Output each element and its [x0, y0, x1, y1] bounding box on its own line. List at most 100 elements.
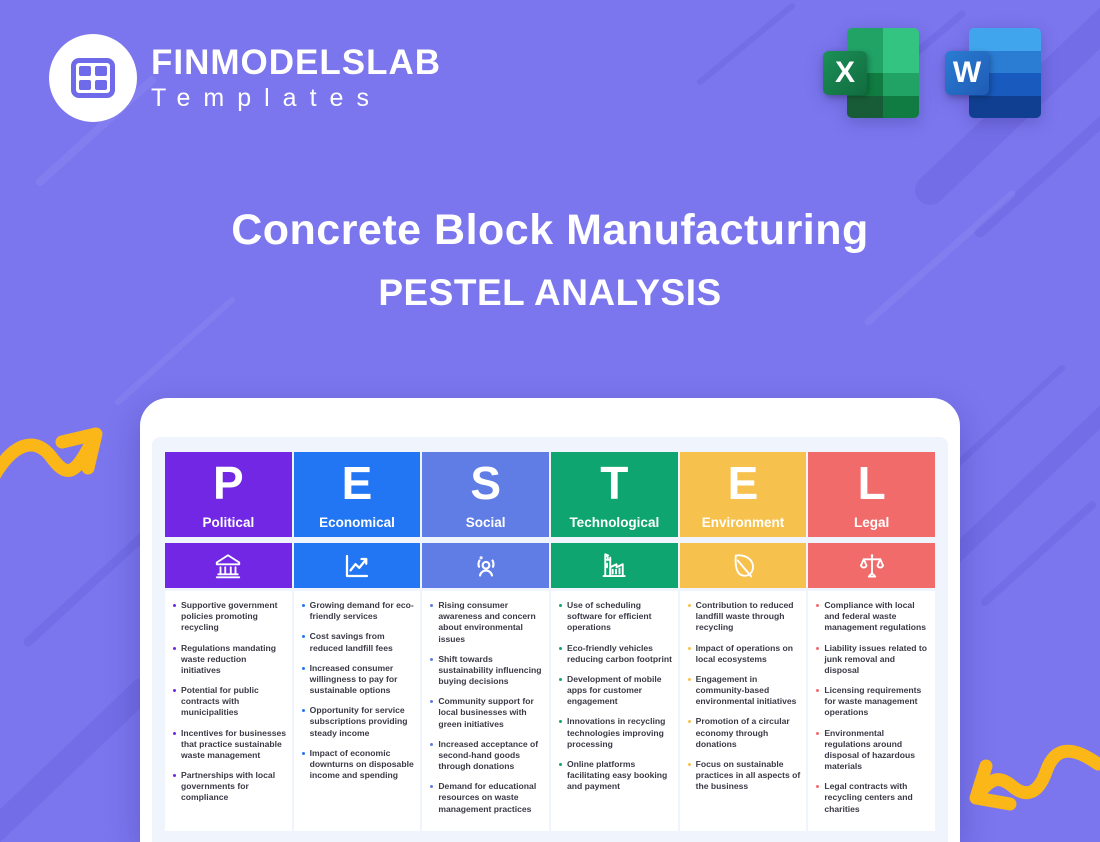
- bullet-text: Contribution to reduced landfill waste t…: [695, 600, 794, 633]
- word-icon: W: [945, 28, 1045, 122]
- line-chart-icon: [342, 551, 372, 581]
- bullet-text: Engagement in community-based environmen…: [695, 673, 797, 707]
- bullet-dot: [687, 762, 691, 766]
- bullet-text: Growing demand for eco-friendly services: [309, 600, 414, 622]
- column-header: S Social: [422, 452, 549, 537]
- bullet-text: Promotion of a circular economy through …: [695, 716, 790, 749]
- bullet-dot: [816, 646, 820, 650]
- list-item: Licensing requirements for waste managem…: [813, 685, 930, 719]
- list-item: Contribution to reduced landfill waste t…: [685, 600, 802, 634]
- list-item: Opportunity for service subscriptions pr…: [299, 705, 416, 739]
- column-icon-cell: [808, 543, 935, 588]
- column-items: Contribution to reduced landfill waste t…: [679, 591, 807, 831]
- bullet-dot: [173, 731, 176, 735]
- title-block: Concrete Block Manufacturing PESTEL ANAL…: [0, 206, 1100, 314]
- list-item: Use of scheduling software for efficient…: [556, 600, 673, 634]
- bullet-dot: [301, 604, 305, 607]
- list-item: Demand for educational resources on wast…: [427, 781, 544, 815]
- bullet-text: Incentives for businesses that practice …: [181, 727, 287, 760]
- brand-tagline: Templates: [151, 84, 382, 112]
- column-icon-cell: [293, 543, 421, 588]
- bullet-dot: [430, 742, 434, 746]
- excel-icon: X: [823, 28, 923, 122]
- column-label: Social: [465, 515, 506, 530]
- list-item: Online platforms facilitating easy booki…: [556, 759, 673, 793]
- list-item: Potential for public contracts with muni…: [170, 685, 287, 719]
- bullet-text: Innovations in recycling technologies im…: [566, 716, 666, 749]
- bullet-dot: [301, 709, 305, 713]
- scales-icon: [857, 551, 887, 581]
- list-item: Increased acceptance of second-hand good…: [427, 739, 544, 773]
- pestel-column-political: P Political Supportive government polici…: [165, 452, 292, 831]
- bullet-text: Partnerships with local governments for …: [181, 770, 276, 803]
- column-label: Environment: [701, 515, 785, 530]
- bullet-dot: [816, 689, 820, 693]
- bullet-text: Cost savings from reduced landfill fees: [309, 631, 393, 653]
- list-item: Legal contracts with recycling centers a…: [813, 781, 930, 815]
- list-item: Liability issues related to junk removal…: [813, 643, 930, 677]
- squiggle-arrow-down-left: [969, 744, 1100, 811]
- bullet-text: Potential for public contracts with muni…: [181, 685, 259, 718]
- bullet-text: Development of mobile apps for customer …: [566, 673, 662, 707]
- bullet-dot: [816, 604, 820, 607]
- pestel-card: P Political Supportive government polici…: [140, 398, 960, 842]
- column-icon-cell: [165, 543, 292, 588]
- bullet-text: Rising consumer awareness and concern ab…: [438, 600, 536, 644]
- list-item: Promotion of a circular economy through …: [685, 716, 802, 750]
- column-label: Technological: [569, 515, 660, 530]
- bullet-dot: [558, 720, 562, 724]
- bullet-text: Shift towards sustainability influencing…: [438, 653, 542, 687]
- bullet-dot: [301, 666, 305, 670]
- bullet-text: Compliance with local and federal waste …: [824, 600, 927, 633]
- grid-logo-icon: [71, 58, 115, 98]
- bullet-text: Use of scheduling software for efficient…: [566, 600, 652, 633]
- bullet-dot: [558, 677, 562, 681]
- list-item: Cost savings from reduced landfill fees: [299, 631, 416, 653]
- list-item: Focus on sustainable practices in all as…: [685, 759, 802, 793]
- bullet-dot: [687, 720, 691, 724]
- column-header: T Technological: [550, 452, 678, 537]
- column-icon-cell: [679, 543, 807, 588]
- bullet-dot: [430, 700, 434, 704]
- bullet-text: Increased acceptance of second-hand good…: [438, 738, 539, 772]
- pestel-column-technological: T Technological Use of scheduling softwa…: [550, 452, 678, 831]
- bullet-text: Regulations mandating waste reduction in…: [181, 642, 277, 675]
- bullet-dot: [816, 785, 820, 789]
- bullet-text: Increased consumer willingness to pay fo…: [309, 662, 398, 696]
- bullet-dot: [558, 762, 562, 766]
- column-letter: P: [212, 457, 244, 509]
- column-items: Use of scheduling software for efficient…: [550, 591, 678, 831]
- column-items: Growing demand for eco-friendly services…: [293, 591, 421, 831]
- list-item: Shift towards sustainability influencing…: [427, 654, 544, 688]
- bullet-dot: [430, 604, 434, 607]
- column-label: Economical: [319, 515, 395, 530]
- list-item: Eco-friendly vehicles reducing carbon fo…: [556, 643, 673, 665]
- excel-letter: X: [823, 51, 867, 95]
- list-item: Community support for local businesses w…: [427, 696, 544, 730]
- bullet-dot: [558, 646, 562, 650]
- list-item: Environmental regulations around disposa…: [813, 728, 930, 773]
- pestel-column-economical: E Economical Growing demand for eco-frie…: [293, 452, 421, 831]
- bullet-text: Impact of operations on local ecosystems: [695, 642, 794, 664]
- bullet-dot: [558, 604, 562, 607]
- bullet-dot: [301, 635, 305, 639]
- bullet-text: Licensing requirements for waste managem…: [824, 685, 922, 718]
- list-item: Impact of operations on local ecosystems: [685, 643, 802, 665]
- list-item: Regulations mandating waste reduction in…: [170, 643, 287, 677]
- bullet-dot: [430, 785, 434, 789]
- list-item: Compliance with local and federal waste …: [813, 600, 930, 634]
- brand-name: FINMODELSLAB: [151, 43, 442, 82]
- pestel-column-legal: L Legal Compliance with local and federa…: [808, 452, 935, 831]
- pestel-table: P Political Supportive government polici…: [165, 452, 935, 831]
- column-header: E Environment: [679, 452, 807, 537]
- bullet-dot: [687, 646, 691, 650]
- bullet-text: Opportunity for service subscriptions pr…: [309, 705, 408, 738]
- list-item: Growing demand for eco-friendly services: [299, 600, 416, 622]
- factory-icon: [599, 551, 629, 581]
- list-item: Partnerships with local governments for …: [170, 770, 287, 804]
- bullet-text: Supportive government policies promoting…: [181, 600, 278, 633]
- list-item: Increased consumer willingness to pay fo…: [299, 663, 416, 697]
- bullet-dot: [173, 604, 176, 607]
- bullet-dot: [687, 604, 691, 607]
